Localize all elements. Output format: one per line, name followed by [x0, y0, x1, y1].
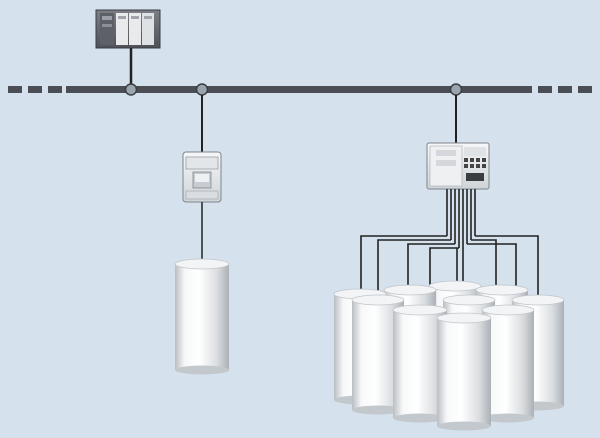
storage-tank-icon: [174, 258, 230, 375]
plc-rack-icon: [95, 9, 161, 49]
fieldbus: [8, 86, 592, 93]
bus-node-plc: [124, 83, 138, 96]
level-transmitter-icon: [182, 151, 222, 203]
storage-tank-icon: [436, 312, 492, 431]
multi-channel-transmitter-icon: [426, 142, 490, 190]
bus-node-transmitter: [195, 83, 209, 96]
bus-node-multiplexer: [449, 83, 463, 96]
